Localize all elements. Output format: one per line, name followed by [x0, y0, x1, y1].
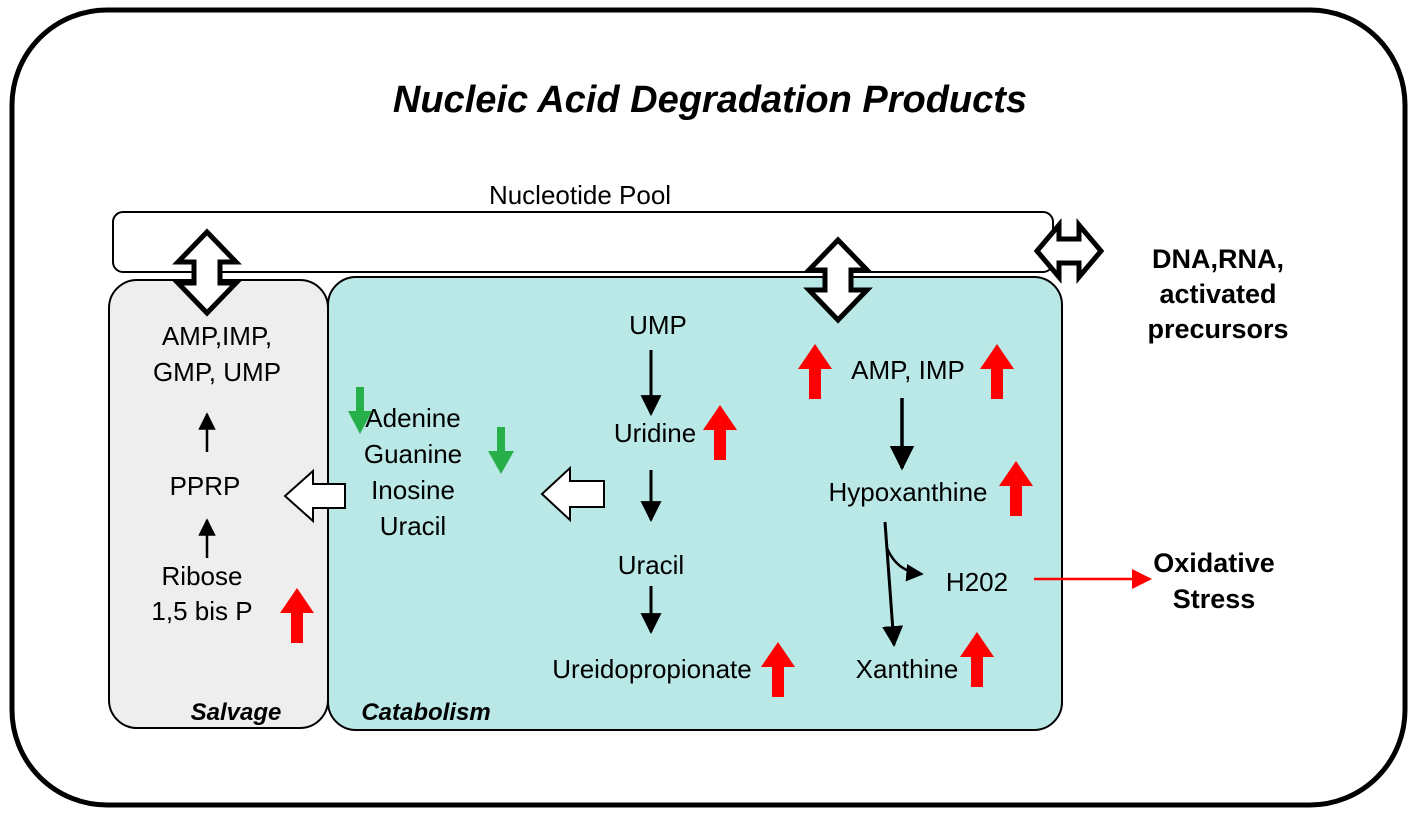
salvage-nucleotides-line2: GMP, UMP: [153, 357, 281, 387]
external-label-line2: activated: [1159, 279, 1276, 309]
ribose-increase-arrow: [280, 588, 314, 643]
outcome-line2: Stress: [1173, 584, 1256, 614]
to-bases-hollow-arrow: [540, 465, 605, 523]
salvage-label: Salvage: [191, 699, 282, 726]
salvage-ribose-line1: Ribose: [162, 561, 243, 591]
diagram-title: Nucleic Acid Degradation Products: [393, 79, 1027, 121]
purine-hypoxanthine: Hypoxanthine: [829, 477, 988, 507]
ureidopropionate-increase-arrow: [761, 642, 795, 697]
base-guanine: Guanine: [364, 439, 462, 469]
adenine-decrease-arrow: [348, 387, 372, 434]
uridine-increase-arrow: [703, 405, 737, 460]
salvage-nucleotides-line1: AMP,IMP,: [162, 321, 272, 351]
external-double-arrow: [1033, 218, 1105, 284]
base-adenine: Adenine: [365, 403, 460, 433]
hypoxanthine-increase-arrow: [999, 461, 1033, 516]
purine-amp-imp: AMP, IMP: [851, 355, 965, 385]
outcome-line1: Oxidative: [1153, 548, 1275, 578]
salvage-pool-double-arrow: [172, 228, 242, 317]
pyrimidine-uridine: Uridine: [614, 418, 696, 448]
salvage-pprp: PPRP: [170, 471, 241, 501]
base-inosine: Inosine: [371, 475, 455, 505]
nucleotide-pool-bar: [112, 211, 1054, 273]
guanine-decrease-arrow: [488, 427, 514, 474]
catabolism-label: Catabolism: [361, 699, 490, 726]
pyrimidine-ump: UMP: [629, 310, 687, 340]
amp-imp-right-increase-arrow: [980, 344, 1014, 399]
xanthine-increase-arrow: [960, 632, 994, 687]
purine-h2o2: H202: [946, 567, 1008, 597]
external-label-line1: DNA,RNA,: [1152, 244, 1284, 274]
nucleotide-pool-label: Nucleotide Pool: [489, 180, 671, 210]
to-salvage-hollow-arrow: [283, 468, 346, 524]
pyrimidine-ureidopropionate: Ureidopropionate: [552, 654, 751, 684]
hypoxanthine-to-xanthine-arrow: [882, 521, 904, 648]
pyrimidine-uracil: Uracil: [618, 550, 684, 580]
base-uracil: Uracil: [380, 511, 446, 541]
amp-imp-left-increase-arrow: [798, 344, 832, 399]
catabolism-pool-double-arrow: [803, 236, 873, 324]
purine-xanthine: Xanthine: [856, 654, 959, 684]
h2o2-release-arrow: [885, 547, 924, 582]
salvage-ribose-line2: 1,5 bis P: [151, 596, 252, 626]
external-label-line3: precursors: [1147, 314, 1288, 344]
